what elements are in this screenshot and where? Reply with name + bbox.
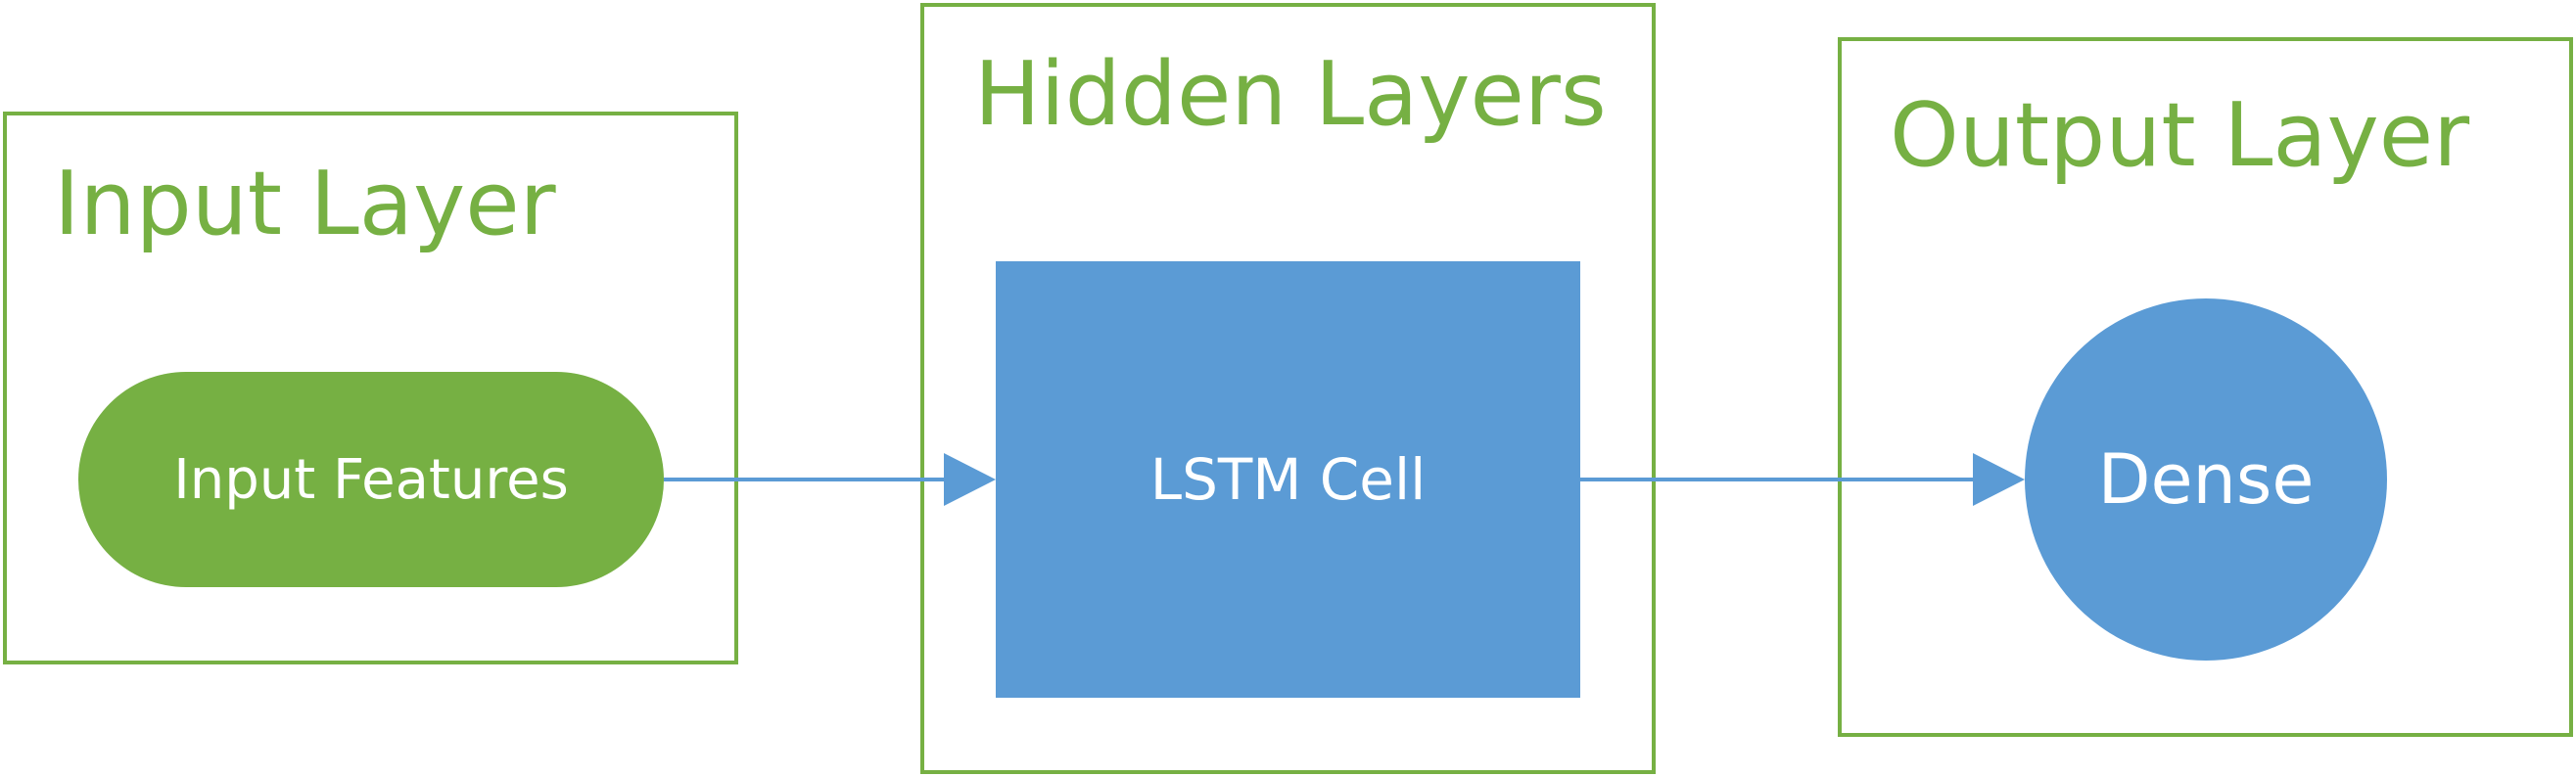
input-features-node: Input Features bbox=[78, 372, 664, 587]
output-layer-title: Output Layer bbox=[1890, 84, 2470, 187]
hidden-layers-title: Hidden Layers bbox=[974, 43, 1607, 146]
input-layer-title: Input Layer bbox=[54, 153, 556, 255]
lstm-cell-node: LSTM Cell bbox=[996, 261, 1580, 698]
dense-node: Dense bbox=[2025, 298, 2387, 661]
